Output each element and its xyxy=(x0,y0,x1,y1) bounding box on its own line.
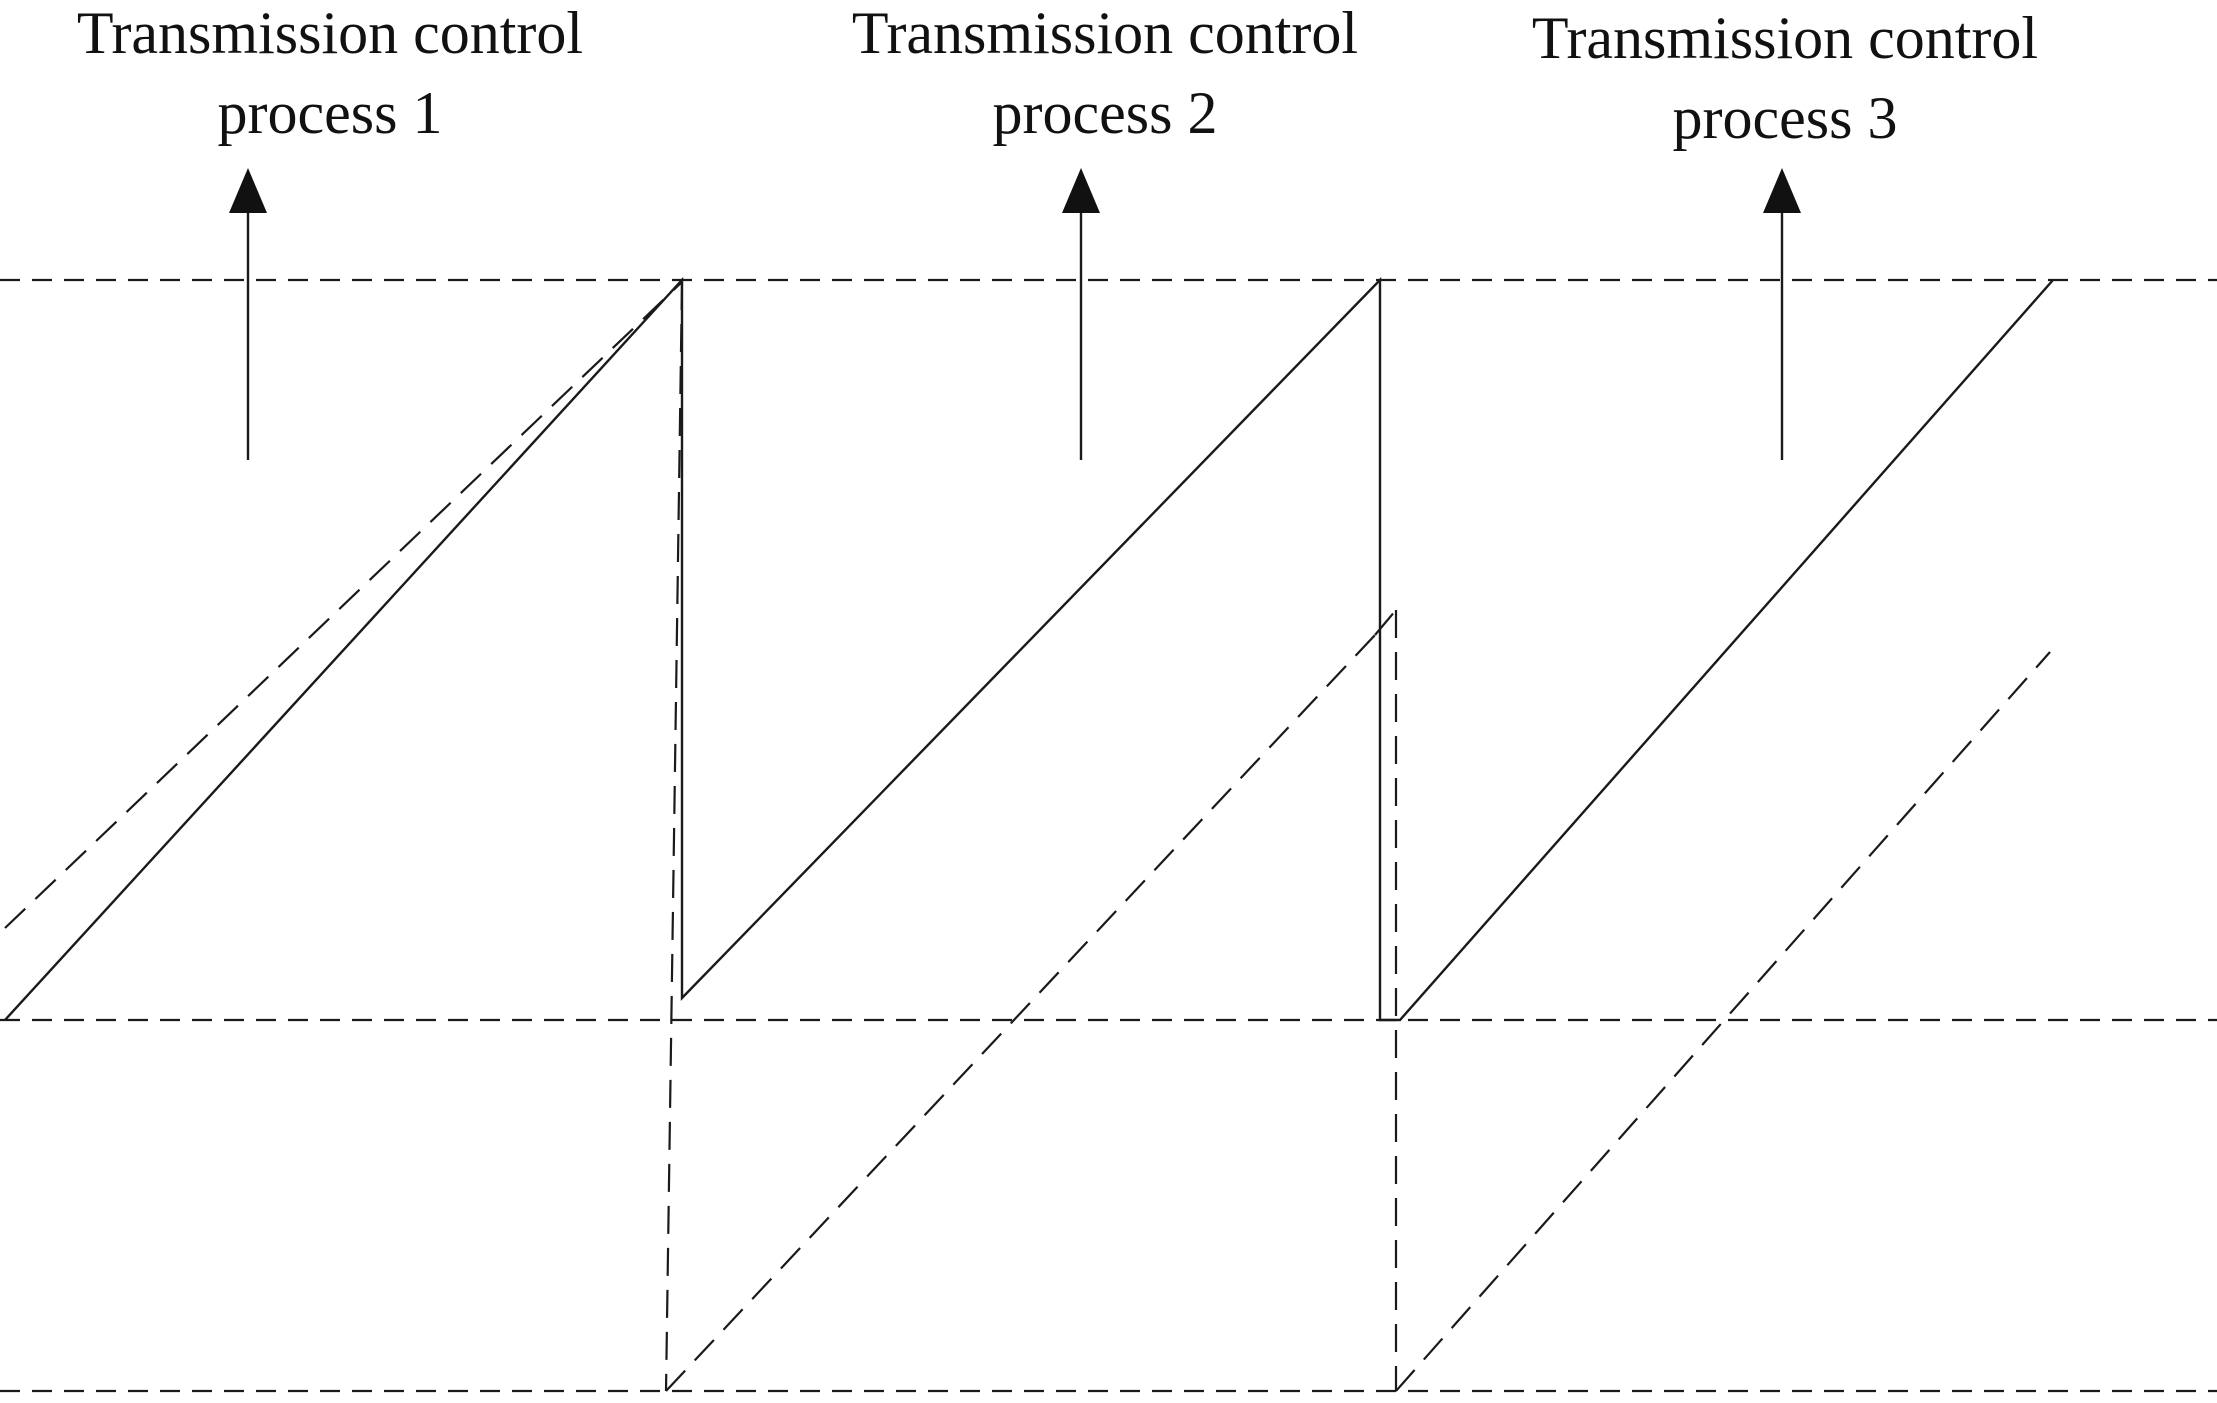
up-arrow-icon xyxy=(1763,168,1801,213)
process-label-2-line1: Transmission control xyxy=(851,0,1359,66)
arrowheads xyxy=(229,168,1801,213)
dashed-ramp-1 xyxy=(4,281,683,929)
up-arrow-icon xyxy=(229,168,267,213)
process-label-3: Transmission control process 3 xyxy=(1435,0,2135,158)
process-label-2: Transmission control process 2 xyxy=(755,0,1455,153)
solid-sawtooth-waveform xyxy=(4,276,2054,1022)
up-arrow-icon xyxy=(1062,168,1100,213)
process-label-1: Transmission control process 1 xyxy=(0,0,680,153)
process-label-1-line1: Transmission control xyxy=(76,0,584,66)
dashed-ramp-2 xyxy=(665,634,1376,1392)
process-label-1-line2: process 1 xyxy=(217,80,443,146)
process-arrows xyxy=(246,205,1784,460)
process-label-3-line2: process 3 xyxy=(1672,85,1898,151)
process-label-2-line2: process 2 xyxy=(992,80,1218,146)
dashed-ramp-3 xyxy=(1395,651,2051,1392)
dashed-peak-2 xyxy=(1374,609,1397,636)
process-label-3-line1: Transmission control xyxy=(1531,5,2039,71)
dashed-drop-1 xyxy=(664,281,684,1392)
dashed-sawtooth-waveform xyxy=(4,281,2051,1392)
reference-lines xyxy=(0,278,2217,1393)
